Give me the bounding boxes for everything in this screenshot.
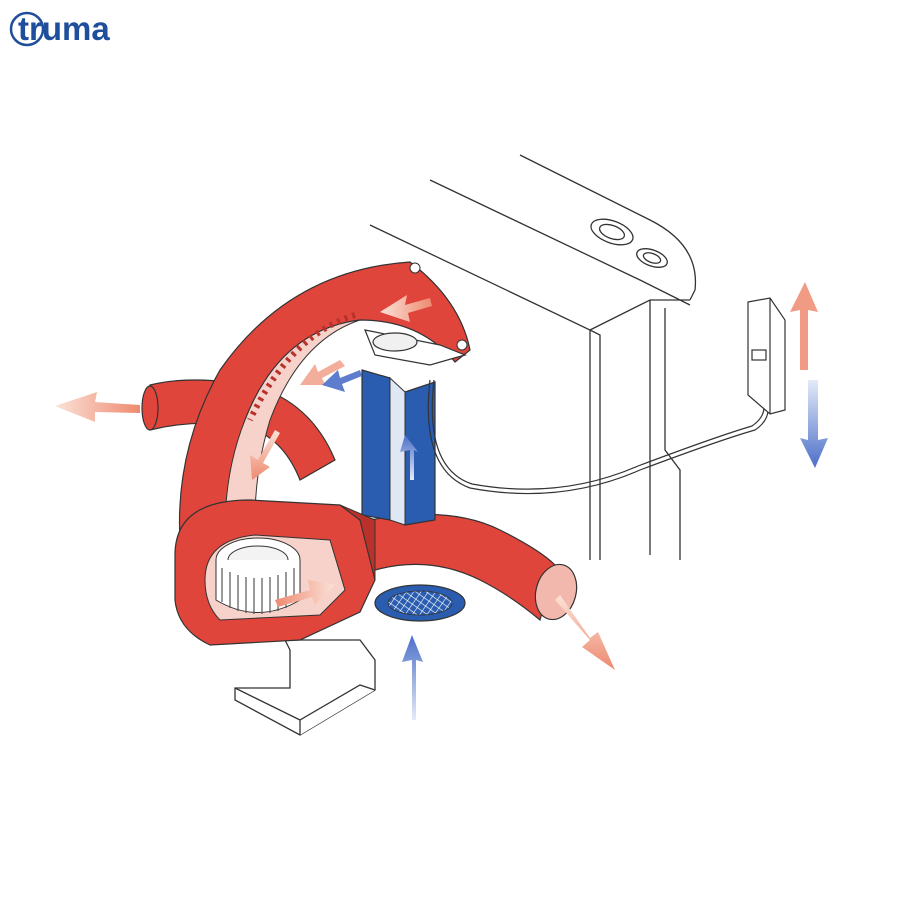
cool-air-column <box>361 369 436 526</box>
top-coupling <box>364 329 467 366</box>
heater-housing <box>369 154 697 560</box>
intake-grille <box>374 584 466 622</box>
cold-air-arrow-icon <box>322 370 828 720</box>
brand-name: truma <box>18 10 110 47</box>
truma-logo: truma <box>8 8 158 52</box>
hot-air-arrow-icon <box>55 282 818 670</box>
truma-logo-icon <box>9 11 45 47</box>
base-mount <box>234 639 376 736</box>
thermostat-icon <box>747 297 786 415</box>
right-outlet-duct <box>369 513 578 622</box>
sensor-cable <box>427 379 769 495</box>
